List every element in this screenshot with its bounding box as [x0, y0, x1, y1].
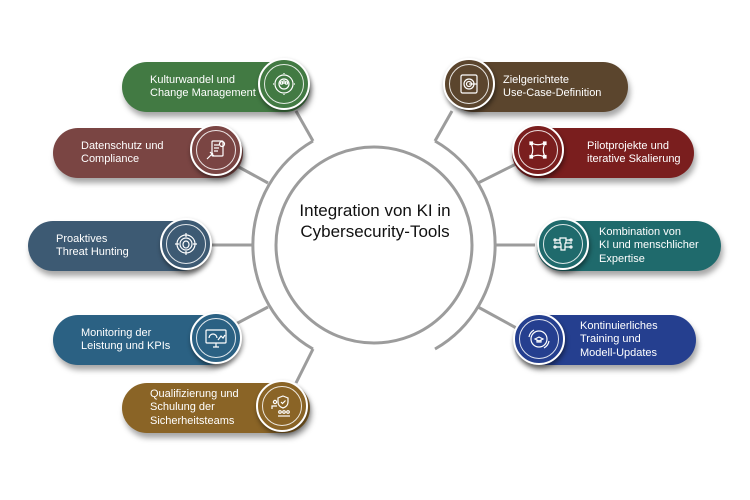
item-label: Kombination von KI und menschlicher Expe… — [599, 225, 699, 265]
item-label: Proaktives Threat Hunting — [56, 232, 129, 259]
item-label: Kulturwandel und Change Management — [150, 73, 256, 100]
ai-circuit-icon — [537, 218, 589, 270]
bug-target-icon — [160, 218, 212, 270]
center-title: Integration von KI in Cybersecurity-Tool… — [299, 201, 451, 241]
item-label: Kontinuierliches Training und Modell-Upd… — [580, 319, 658, 359]
checklist-gavel-icon — [190, 124, 242, 176]
scale-nodes-icon — [512, 124, 564, 176]
right-arc — [434, 139, 497, 351]
left-arc — [251, 139, 314, 351]
item-label: Monitoring der Leistung und KPIs — [81, 326, 171, 353]
item-label: Zielgerichtete Use-Case-Definition — [503, 73, 602, 100]
center-circle — [274, 145, 474, 345]
monitor-dashboard-icon — [190, 312, 242, 364]
item-label: Pilotprojekte und iterative Skalierung — [587, 139, 681, 166]
item-label: Datenschutz und Compliance — [81, 139, 164, 166]
item-label: Qualifizierung und Schulung der Sicherhe… — [150, 387, 239, 427]
gear-graduation-icon — [513, 313, 565, 365]
safe-target-icon — [443, 58, 495, 110]
gear-people-icon — [258, 58, 310, 110]
trainer-shield-icon — [256, 380, 308, 432]
